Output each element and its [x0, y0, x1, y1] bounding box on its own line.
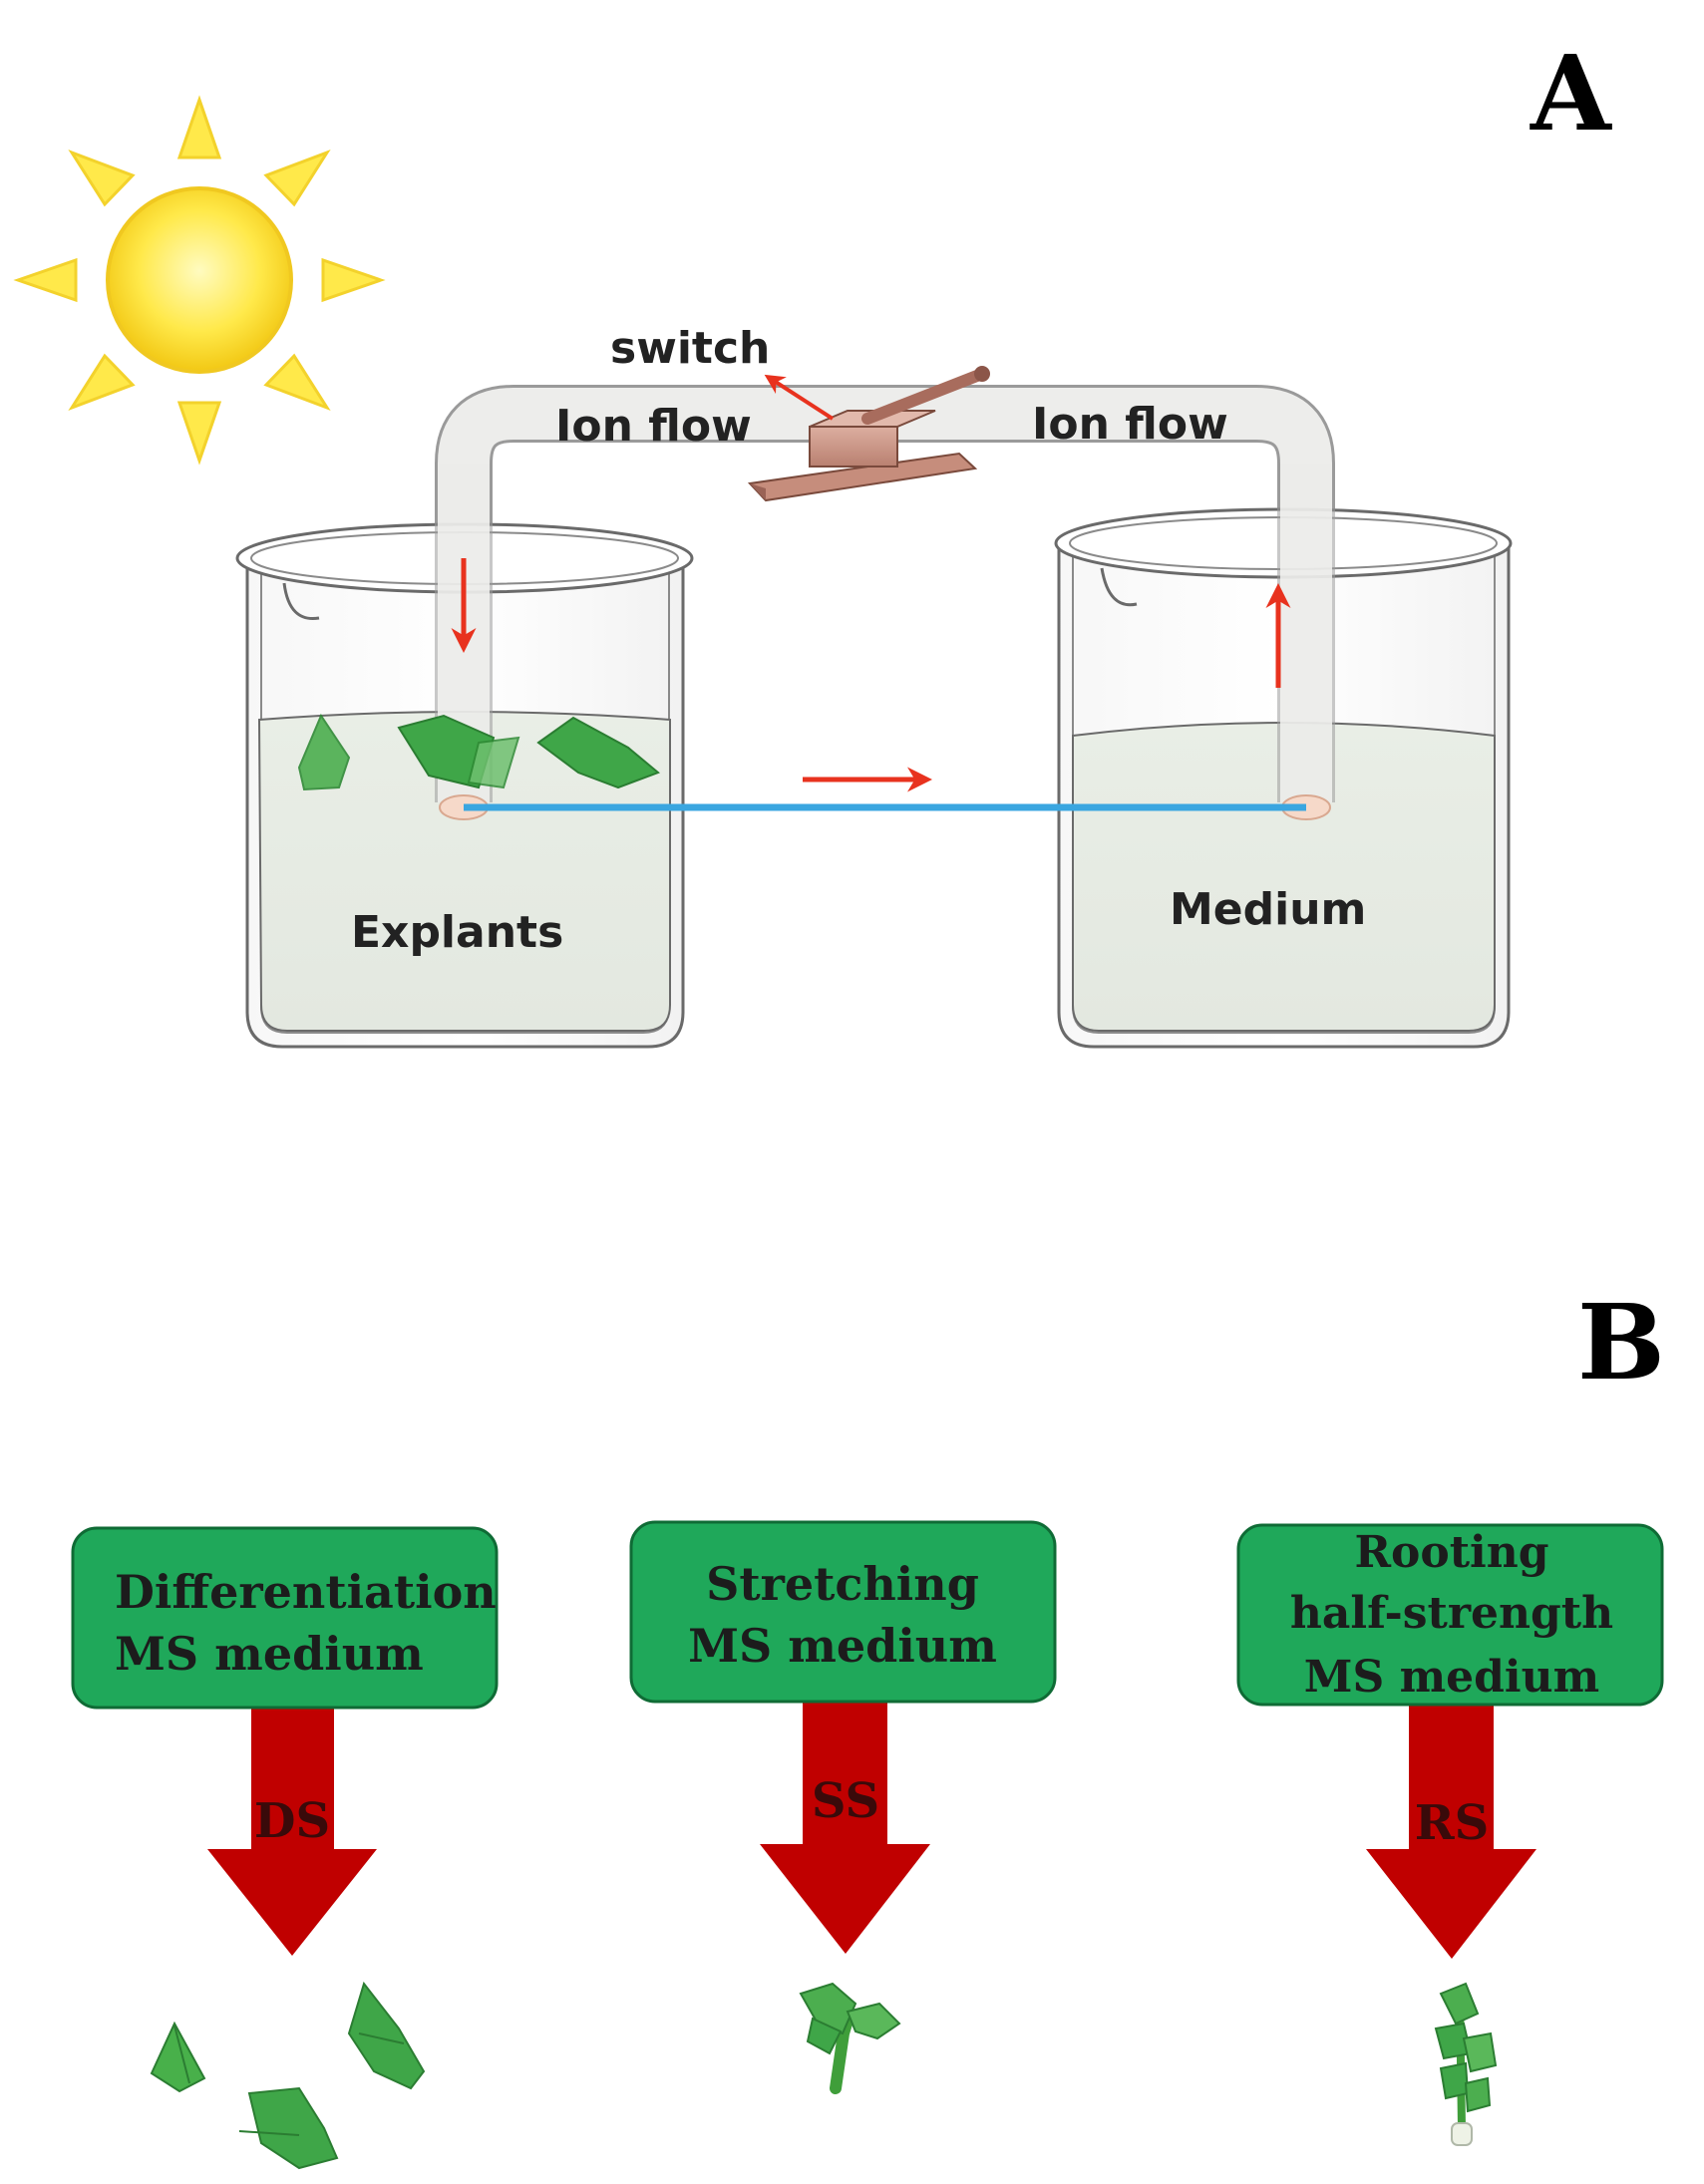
stage-arrow-label: DS	[254, 1793, 330, 1849]
stage-differentiation: Differentiation MS medium DS	[71, 1526, 499, 1956]
explant-leaves	[297, 713, 660, 791]
stage-box-line: Stretching	[706, 1557, 979, 1611]
sun-icon	[13, 95, 386, 466]
stage-box	[629, 1520, 1057, 1704]
stage-box-line: MS medium	[688, 1619, 997, 1673]
stage-arrow	[207, 1700, 377, 1956]
stage-arrow-label: SS	[812, 1773, 879, 1829]
stage-box-line: MS medium	[115, 1627, 424, 1681]
flow-arrows	[451, 374, 1291, 792]
stage-box-line: Rooting	[1354, 1527, 1548, 1578]
stage-box-line: Differentiation	[115, 1565, 497, 1619]
differentiation-explants	[150, 1981, 426, 2170]
rooting-plantlet	[1434, 1982, 1498, 2146]
explants-label: Explants	[351, 907, 563, 958]
ion-flow-right-label: Ion flow	[1032, 399, 1228, 450]
stretching-shoot	[799, 1982, 901, 2094]
stage-rooting: Rooting half-strength MS medium RS	[1236, 1523, 1664, 1959]
stage-arrow	[1366, 1700, 1536, 1959]
switch-label: switch	[610, 323, 770, 374]
panel-label-a: A	[1530, 32, 1612, 155]
stage-arrow	[760, 1700, 930, 1954]
ion-flow-left-label: Ion flow	[555, 401, 752, 452]
medium-label: Medium	[1170, 884, 1366, 935]
stage-box	[1236, 1523, 1664, 1707]
panel-label-b: B	[1577, 1281, 1665, 1404]
switch-pointer-arrow	[764, 374, 835, 421]
stage-box-line: MS medium	[1304, 1652, 1599, 1703]
stage-arrow-label: RS	[1415, 1795, 1490, 1851]
stage-stretching: Stretching MS medium SS	[629, 1520, 1057, 1954]
stage-box-line: half-strength	[1290, 1588, 1613, 1639]
switch-icon	[747, 366, 990, 502]
stage-box	[71, 1526, 499, 1710]
